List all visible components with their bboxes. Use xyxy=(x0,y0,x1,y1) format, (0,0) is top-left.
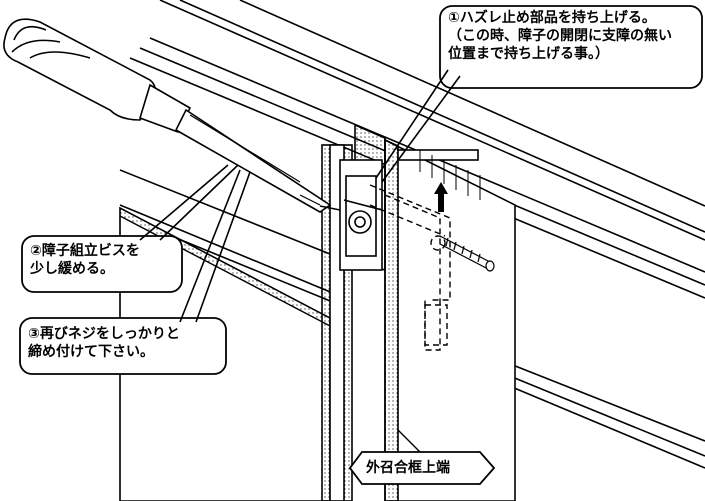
callout-step1-line3: 位置まで持ち上げる事。） xyxy=(448,45,609,62)
callout-step2: ②障子組立ビスを 少し緩める。 xyxy=(30,243,140,279)
callout-step3-line2: 締め付けて下さい。 xyxy=(28,343,154,360)
sash-label-balloon xyxy=(348,451,496,485)
callout-step1-leader xyxy=(375,69,461,183)
lower-frame-rail xyxy=(119,169,705,469)
screwdriver-icon xyxy=(3,18,341,213)
callout-step3: ③再びネジをしっかりと 締め付けて下さい。 xyxy=(28,326,180,362)
callout-step2-line2: 少し緩める。 xyxy=(30,260,114,277)
callout-step3-leader xyxy=(179,169,251,323)
sash-label-leader xyxy=(397,429,421,453)
callout-step1-line2: （この時、障子の開閉に支障の無い xyxy=(448,27,672,44)
callout-step1: ①ハズレ止め部品を持ち上げる。 （この時、障子の開閉に支障の無い 位置まで持ち上… xyxy=(448,10,672,64)
callout-step2-balloon xyxy=(21,235,183,293)
stopper-bracket xyxy=(339,123,386,272)
outer-meeting-sash xyxy=(384,138,516,501)
screwdriver-tip xyxy=(189,114,321,206)
stopper-part-hidden xyxy=(369,184,451,351)
callout-step1-balloon xyxy=(439,5,703,89)
sash-label: 外召合框上端 xyxy=(366,460,450,476)
callout-step1-line1: ①ハズレ止め部品を持ち上げる。 xyxy=(448,10,656,26)
callout-step3-balloon xyxy=(19,317,227,375)
up-arrow-icon xyxy=(434,182,448,212)
callout-step2-leader xyxy=(139,164,239,241)
callout-step3-line1: ③再びネジをしっかりと xyxy=(28,326,180,342)
callout-step2-line1: ②障子組立ビスを xyxy=(30,243,140,259)
threaded-rod xyxy=(439,235,495,272)
